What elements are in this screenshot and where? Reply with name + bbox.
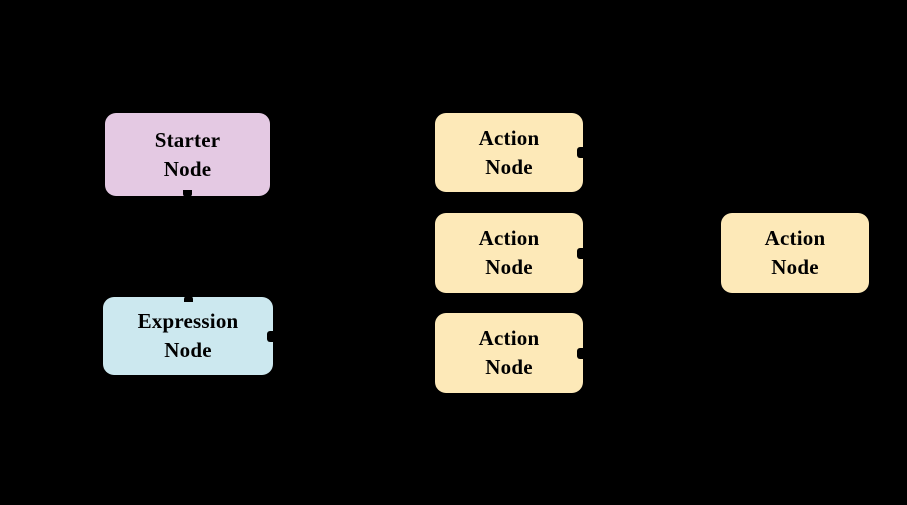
node-action-4-label-line-2: Node: [771, 255, 819, 279]
expression-node-input-port-top[interactable]: [183, 296, 193, 302]
node-expression[interactable]: Expression Node: [103, 296, 274, 375]
node-action-1[interactable]: Action Node: [435, 113, 584, 192]
starter-node-output-port-bottom[interactable]: [183, 190, 192, 197]
node-action-1-label-line-2: Node: [485, 154, 533, 179]
action-node-1-output-port-right[interactable]: [577, 147, 584, 158]
node-starter[interactable]: Starter Node: [105, 113, 270, 197]
edge-expression-to-action-1: [272, 151, 436, 337]
node-action-4-label-line-1: Action: [764, 226, 826, 251]
action-node-2-output-port-right[interactable]: [577, 247, 584, 259]
node-starter-label-line-1: Starter: [154, 127, 221, 152]
edge-expression-to-action-2: [272, 252, 436, 337]
node-action-4[interactable]: Action Node: [721, 213, 869, 293]
expression-node-output-port-right[interactable]: [267, 330, 274, 342]
node-action-2-label-line-2: Node: [485, 255, 533, 279]
node-expression-label-line-1: Expression: [137, 309, 239, 334]
node-action-2-label-line-1: Action: [478, 226, 540, 251]
edge-expression-to-action-3: [272, 335, 436, 354]
node-starter-label-line-2: Node: [163, 156, 212, 181]
node-expression-label-line-2: Node: [164, 338, 212, 362]
node-action-2[interactable]: Action Node: [435, 213, 584, 293]
edge-starter-to-expression: [186, 195, 189, 298]
action-node-3-output-port-right[interactable]: [577, 347, 584, 359]
node-action-1-label-line-1: Action: [478, 125, 540, 150]
node-action-3-label-line-2: Node: [485, 355, 533, 379]
node-action-3[interactable]: Action Node: [435, 313, 584, 393]
node-action-3-label-line-1: Action: [478, 326, 540, 351]
